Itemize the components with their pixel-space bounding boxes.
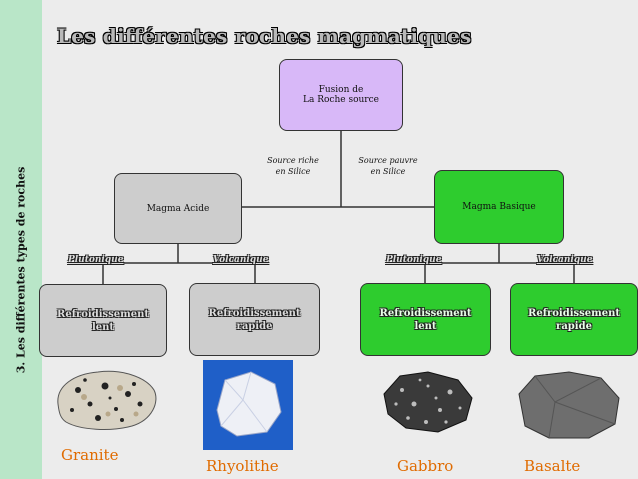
rhyolithe-image [203,360,293,450]
granite-image [57,370,157,430]
source-riche-label: Source riche en Silice [258,155,328,177]
plutonique-right-label: Plutonique [386,255,442,265]
r3-line-1: Refroidissement [379,307,472,319]
gabbro-image [383,371,473,433]
magma-basique-label: Magma Basique [462,202,536,212]
r2-line-1: Refroidissement [208,307,301,319]
source-pauvre-line-1: Source pauvre [358,156,418,165]
granite-label: Granite [61,446,119,464]
refroidissement-rapide-acide: Refroidissement rapide [189,283,320,356]
magma-acide-node: Magma Acide [114,173,242,244]
source-pauvre-label: Source pauvre en Silice [352,155,424,177]
r1-line-2: lent [91,321,115,333]
rhyolithe-label: Rhyolithe [206,457,279,475]
gabbro-label: Gabbro [397,457,454,475]
r3-line-2: lent [414,320,437,332]
volcanique-right-label: Volcanique [537,255,593,265]
refroidissement-lent-basique: Refroidissement lent [360,283,491,356]
basalte-label: Basalte [524,457,581,475]
magma-acide-label: Magma Acide [146,203,210,214]
fusion-node: Fusion de La Roche source [279,59,403,131]
r4-line-1: Refroidissement [528,307,620,319]
plutonique-left-label: Plutonique [68,255,124,265]
r1-line-1: Refroidissement [57,308,149,320]
r2-line-2: rapide [236,320,273,332]
r4-line-2: rapide [556,320,592,332]
basalte-image [518,371,620,439]
refroidissement-lent-acide: Refroidissement lent [39,284,167,357]
source-riche-line-2: en Silice [275,167,311,176]
refroidissement-rapide-basique: Refroidissement rapide [510,283,638,356]
sidebar: 3. Les différentes types de roches [0,0,42,479]
source-riche-line-1: Source riche [267,156,319,165]
fusion-line-1: Fusion de [318,85,364,95]
page-title: Les différentes roches magmatiques [57,24,472,48]
volcanique-left-label: Volcanique [213,255,269,265]
magma-basique-node: Magma Basique [434,170,564,244]
source-pauvre-line-2: en Silice [370,167,406,176]
fusion-line-2: La Roche source [303,95,379,105]
